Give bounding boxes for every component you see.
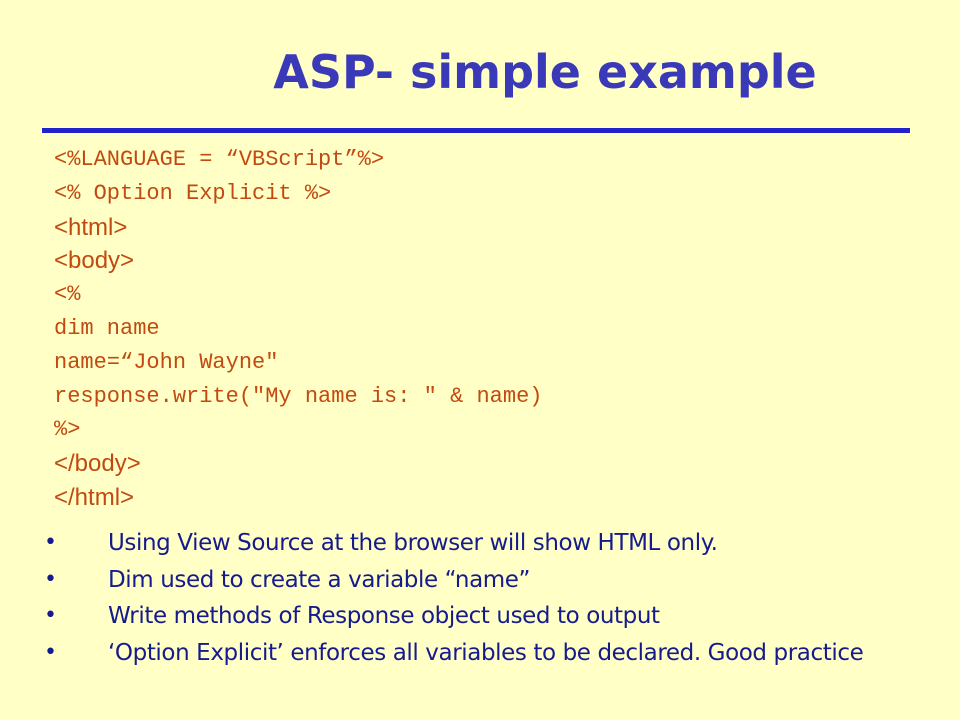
bullet-list: • Using View Source at the browser will … xyxy=(44,525,956,671)
bullet-item: • ‘Option Explicit’ enforces all variabl… xyxy=(44,635,956,672)
bullet-dot-icon: • xyxy=(44,603,57,628)
bullet-item: • Using View Source at the browser will … xyxy=(44,525,956,562)
bullet-dot-icon: • xyxy=(44,530,57,555)
bullet-text: Write methods of Response object used to… xyxy=(108,603,660,629)
bullet-dot-icon: • xyxy=(44,566,57,592)
bullet-text: Using View Source at the browser will sh… xyxy=(108,530,718,556)
code-line: name=“John Wayne" xyxy=(54,349,279,375)
code-line: <% Option Explicit %> xyxy=(54,180,332,206)
bullet-text: Dim used to create a variable “name” xyxy=(108,566,531,593)
code-line: response.write("My name is: " & name) xyxy=(54,383,543,409)
code-line: dim name xyxy=(54,315,160,341)
bullet-item: • Write methods of Response object used … xyxy=(44,598,956,635)
code-line: %> xyxy=(54,417,81,443)
code-line: <% xyxy=(54,282,81,308)
slide-title: ASP- simple example xyxy=(273,45,817,99)
code-line: </body> xyxy=(54,450,141,478)
code-line: <%LANGUAGE = “VBScript”%> xyxy=(54,147,385,172)
title-divider xyxy=(42,128,910,133)
code-line: </html> xyxy=(54,483,135,511)
code-block: <%LANGUAGE = “VBScript”%> <% Option Expl… xyxy=(54,143,542,515)
bullet-text: ‘Option Explicit’ enforces all variables… xyxy=(108,639,864,666)
code-line: <body> xyxy=(54,247,135,275)
bullet-dot-icon: • xyxy=(44,639,57,665)
code-line: <html> xyxy=(54,213,128,241)
bullet-item: • Dim used to create a variable “name” xyxy=(44,562,956,599)
